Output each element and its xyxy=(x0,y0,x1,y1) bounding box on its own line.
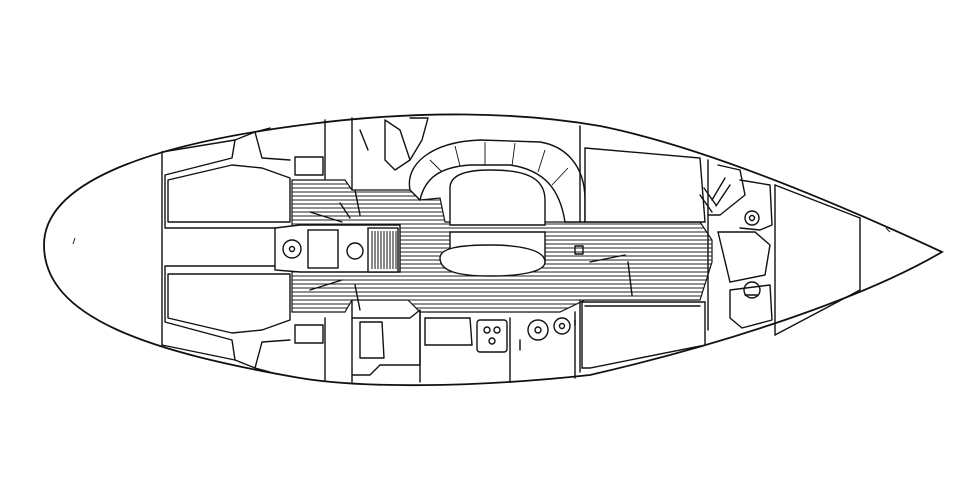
companionway-steps xyxy=(371,231,397,269)
aft-berth-port xyxy=(167,164,291,223)
forward-settees xyxy=(574,125,706,373)
aft-berth-starboard xyxy=(167,273,291,334)
engine-box xyxy=(274,224,401,273)
aft-cabins xyxy=(161,119,326,381)
saloon-settee xyxy=(408,139,586,277)
posts xyxy=(309,189,633,326)
transom-mark xyxy=(72,237,76,245)
forward-cabin xyxy=(699,159,776,336)
galley xyxy=(419,311,576,383)
forepeak xyxy=(774,184,891,336)
